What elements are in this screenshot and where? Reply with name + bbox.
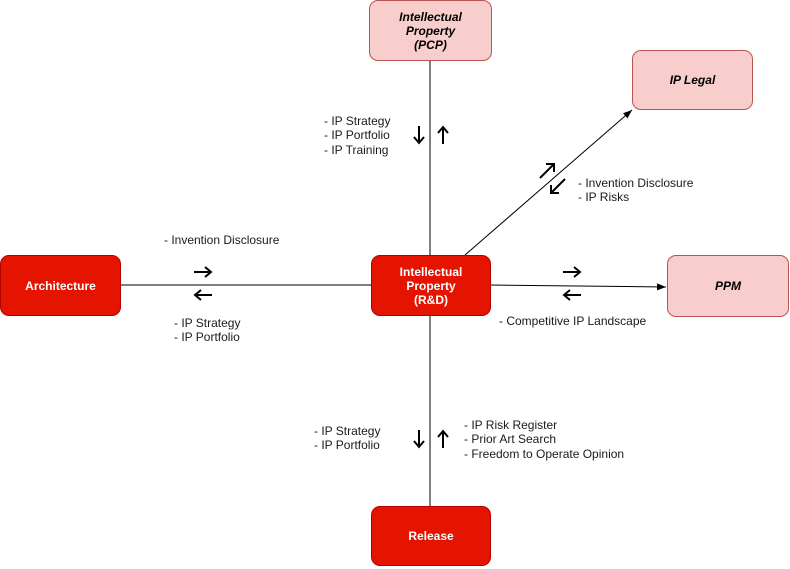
arrow-up-icon xyxy=(437,429,449,448)
arrow-left-icon xyxy=(193,289,212,301)
note-architecture-in: - Invention Disclosure xyxy=(164,233,279,247)
node-release[interactable]: Release xyxy=(371,506,491,566)
note-line: - IP Training xyxy=(324,142,389,157)
note-line: - IP Risks xyxy=(578,190,630,205)
edge-rd-to-ppm xyxy=(489,283,667,291)
arrow-up-icon xyxy=(437,125,449,144)
arrow-right-icon xyxy=(563,266,582,278)
arrow-right-icon xyxy=(194,266,213,278)
node-intellectual-property-pcp[interactable]: Intellectual Property (PCP) xyxy=(369,0,492,61)
node-intellectual-property-rd[interactable]: Intellectual Property (R&D) xyxy=(371,255,491,316)
note-line: - IP Portfolio xyxy=(314,438,380,453)
note-line: - IP Portfolio xyxy=(174,330,240,345)
note-line: - Invention Disclosure xyxy=(164,233,280,247)
note-line: - Freedom to Operate Opinion xyxy=(464,446,625,461)
arrow-left-icon xyxy=(562,289,581,301)
node-label: PPM xyxy=(714,279,741,293)
note-line: - IP Strategy xyxy=(324,114,391,128)
note-line: - Invention Disclosure xyxy=(578,176,694,190)
node-label: Architecture xyxy=(25,278,96,293)
note-ppm-in: - Competitive IP Landscape xyxy=(499,314,646,328)
note-line: - IP Risk Register xyxy=(464,418,558,432)
note-architecture-out: - IP Strategy - IP Portfolio xyxy=(174,316,240,345)
node-label: Release xyxy=(408,529,454,543)
edge-rd-to-ip-legal xyxy=(464,109,633,256)
node-label: Intellectual Property (R&D) xyxy=(399,264,463,307)
node-label: IP Legal xyxy=(669,73,716,87)
note-line: - IP Strategy xyxy=(174,316,241,330)
note-release-down: - IP Strategy - IP Portfolio xyxy=(314,424,380,453)
arrow-down-icon xyxy=(413,126,425,145)
arrow-down-icon xyxy=(413,430,425,449)
note-legal-up: - Invention Disclosure - IP Risks xyxy=(578,176,693,205)
arrow-up-right-icon xyxy=(539,163,555,179)
node-architecture[interactable]: Architecture xyxy=(0,255,121,316)
note-line: - IP Strategy xyxy=(314,424,381,438)
note-line: - Competitive IP Landscape xyxy=(499,314,647,328)
node-ip-legal[interactable]: IP Legal xyxy=(632,50,753,110)
node-ppm[interactable]: PPM xyxy=(667,255,789,317)
arrow-down-left-icon xyxy=(550,178,566,194)
note-release-up: - IP Risk Register - Prior Art Search - … xyxy=(464,418,624,461)
node-label: Intellectual Property (PCP) xyxy=(399,9,462,52)
note-line: - Prior Art Search xyxy=(464,432,557,447)
note-pcp-down: - IP Strategy - IP Portfolio - IP Traini… xyxy=(324,114,390,157)
note-line: - IP Portfolio xyxy=(324,128,390,143)
